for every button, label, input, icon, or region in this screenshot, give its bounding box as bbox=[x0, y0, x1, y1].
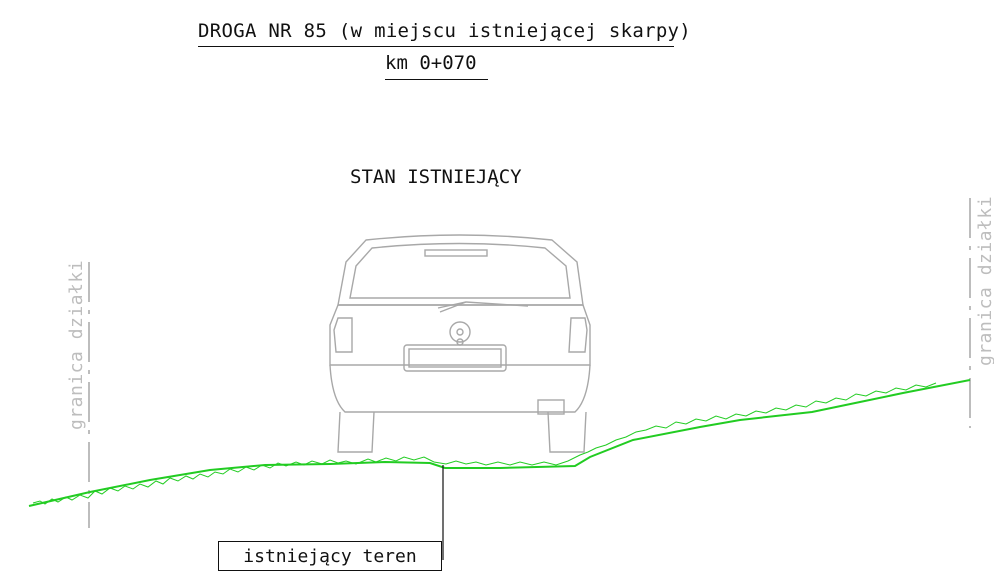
terrain-callout: istniejący teren bbox=[218, 541, 442, 571]
chainage-label: km 0+070 bbox=[385, 52, 477, 74]
terrain-callout-label: istniejący teren bbox=[243, 545, 417, 567]
right-boundary-label: granica działki bbox=[975, 195, 994, 366]
terrain-line bbox=[28, 379, 971, 507]
state-heading: STAN ISTNIEJĄCY bbox=[350, 166, 522, 188]
grass-texture bbox=[32, 382, 937, 505]
drawing-title: DROGA NR 85 (w miejscu istniejącej skarp… bbox=[198, 20, 692, 42]
left-boundary-label: granica działki bbox=[66, 259, 87, 430]
chainage-underline bbox=[385, 79, 488, 80]
title-underline bbox=[198, 46, 674, 47]
car-rear-view-icon bbox=[329, 234, 591, 453]
